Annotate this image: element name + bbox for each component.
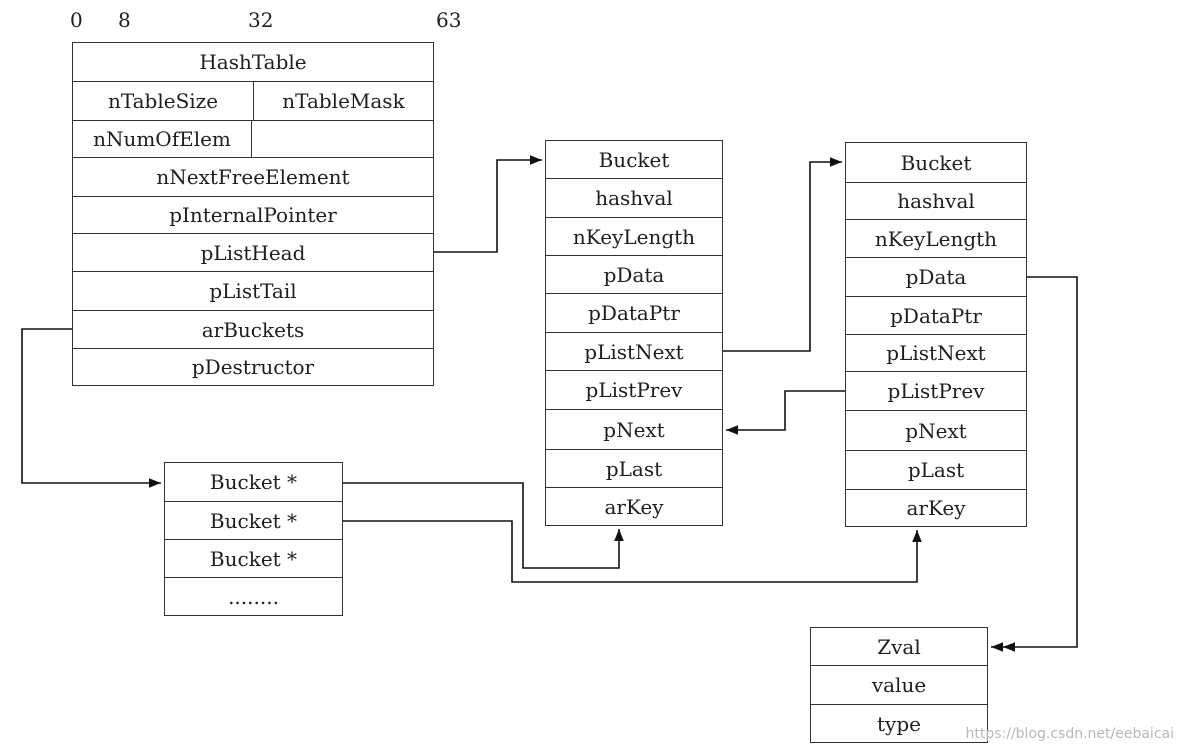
hashtable-field-plisthead: pListHead <box>72 233 434 272</box>
bucket-b-title: Bucket <box>845 142 1027 183</box>
hashtable-field-arbuckets: arBuckets <box>72 310 434 349</box>
hashtable-field-pdestructor: pDestructor <box>72 348 434 386</box>
arrow-plistnext-to-bucket-b <box>723 157 842 352</box>
bucket-a-field-plistprev: pListPrev <box>545 370 723 410</box>
zval-title: Zval <box>810 627 988 666</box>
bucket-array-row: Bucket * <box>164 462 343 502</box>
arrow-plisthead-to-bucket-a <box>434 155 542 253</box>
bucket-a-field-pnext: pNext <box>545 409 723 450</box>
bucket-a-field-plast: pLast <box>545 449 723 488</box>
arrow-bucket-ptr-2-to-bucket-b <box>343 520 922 583</box>
hashtable-field-ntablesize: nTableSize <box>72 81 254 121</box>
arrow-plistprev-to-bucket-a <box>726 390 845 435</box>
bucket-b-field-plistnext: pListNext <box>845 334 1027 372</box>
bucket-array-ellipsis: ........ <box>164 577 343 616</box>
bit-label-8: 8 <box>118 8 131 32</box>
hashtable-title: HashTable <box>72 42 434 82</box>
bucket-a-field-plistnext: pListNext <box>545 332 723 371</box>
bucket-a-field-arkey: arKey <box>545 487 723 526</box>
bucket-a-field-nkeylength: nKeyLength <box>545 217 723 256</box>
bucket-array-row: Bucket * <box>164 539 343 578</box>
bucket-b-field-plistprev: pListPrev <box>845 371 1027 411</box>
zval-field-value: value <box>810 665 988 705</box>
bit-label-0: 0 <box>70 8 83 32</box>
hashtable-field-nnumofelem: nNumOfElem <box>72 120 252 158</box>
bit-label-32: 32 <box>248 8 274 32</box>
bucket-b-field-pdataptr: pDataPtr <box>845 296 1027 335</box>
bucket-b-field-arkey: arKey <box>845 489 1027 527</box>
watermark-text: https://blog.csdn.net/eebaicai <box>965 726 1174 742</box>
arrow-pdata-to-zval <box>991 276 1078 652</box>
hashtable-field-empty <box>251 120 434 158</box>
bucket-a-title: Bucket <box>545 140 723 179</box>
bucket-b-field-hashval: hashval <box>845 182 1027 220</box>
hashtable-field-pinternalpointer: pInternalPointer <box>72 196 434 234</box>
bucket-b-field-pnext: pNext <box>845 410 1027 451</box>
bit-label-63: 63 <box>436 8 462 32</box>
arrow-arbuckets-to-bucket-array <box>21 328 161 488</box>
bucket-b-field-nkeylength: nKeyLength <box>845 219 1027 258</box>
hashtable-field-ntablemask: nTableMask <box>253 81 434 121</box>
bucket-a-field-hashval: hashval <box>545 178 723 218</box>
zval-field-type: type <box>810 704 988 743</box>
hashtable-field-plisttail: pListTail <box>72 271 434 311</box>
arrow-bucket-ptr-1-to-bucket-a <box>343 482 624 569</box>
